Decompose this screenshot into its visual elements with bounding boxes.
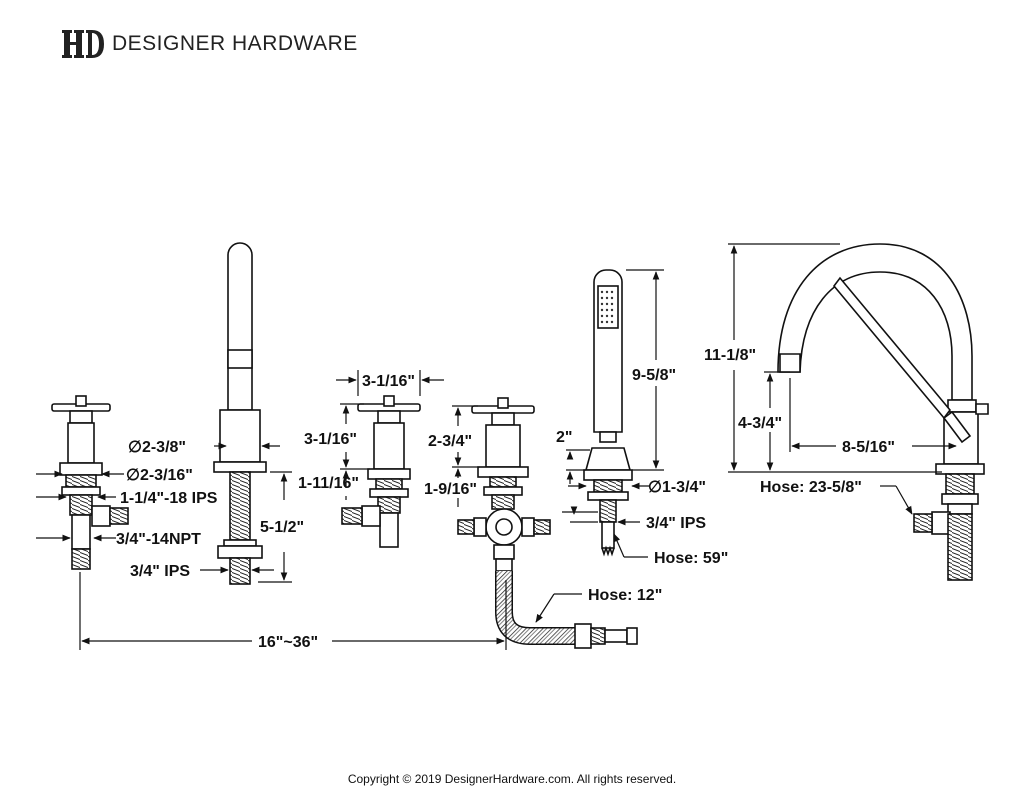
label-range: 16"~36" (258, 634, 318, 651)
label-shower-ips: 3/4" IPS (646, 515, 706, 532)
label-diverter-height: 2-3/4" (428, 433, 472, 450)
label-hose-23: Hose: 23-5/8" (760, 479, 862, 496)
label-shower-dia: ∅1-3/4" (648, 479, 706, 496)
middle-handle-valve (341, 395, 421, 548)
arched-hand-shower (832, 276, 972, 444)
dimension-lines (36, 243, 957, 650)
braided-hose-12 (495, 571, 638, 649)
tall-spout (213, 242, 267, 585)
copyright-footer: Copyright © 2019 DesignerHardware.com. A… (347, 772, 677, 786)
left-handle-valve (51, 395, 129, 570)
label-handle-width: 3-1/16" (362, 373, 415, 390)
label-spout-reach: 8-5/16" (842, 439, 895, 456)
label-npt: 3/4"-14NPT (116, 531, 201, 548)
label-spout-shank: 5-1/2" (260, 519, 304, 536)
label-ips-left: 3/4" IPS (130, 563, 190, 580)
brand-name: DESIGNER HARDWARE (112, 32, 358, 55)
label-valve-dia: ∅2-3/8" (128, 439, 186, 456)
label-shower-length: 9-5/8" (632, 367, 676, 384)
label-spout-clear: 4-3/4" (738, 415, 782, 432)
label-flange-dia: ∅2-3/16" (126, 467, 193, 484)
label-shower-2: 2" (556, 429, 572, 446)
dimension-labels: ∅2-3/8" ∅2-3/16" 1-1/4"-18 IPS 3/4"-14NP… (116, 347, 895, 651)
label-handle-height: 3-1/16" (304, 431, 357, 448)
label-thread-ips: 1-1/4"-18 IPS (120, 490, 218, 507)
diverter-valve (457, 397, 551, 572)
shower-nozzle-dots (600, 290, 614, 324)
label-hose-12: Hose: 12" (588, 587, 662, 604)
label-diverter-base: 1-9/16" (424, 481, 477, 498)
label-spout-height: 11-1/8" (704, 347, 756, 364)
label-hose-59: Hose: 59" (654, 550, 728, 567)
label-handle-base: 1-11/16" (298, 475, 359, 492)
arched-tub-spout (777, 243, 989, 581)
brand-header: DESIGNER HARDWARE (62, 26, 358, 62)
designer-hardware-logo (62, 30, 104, 58)
